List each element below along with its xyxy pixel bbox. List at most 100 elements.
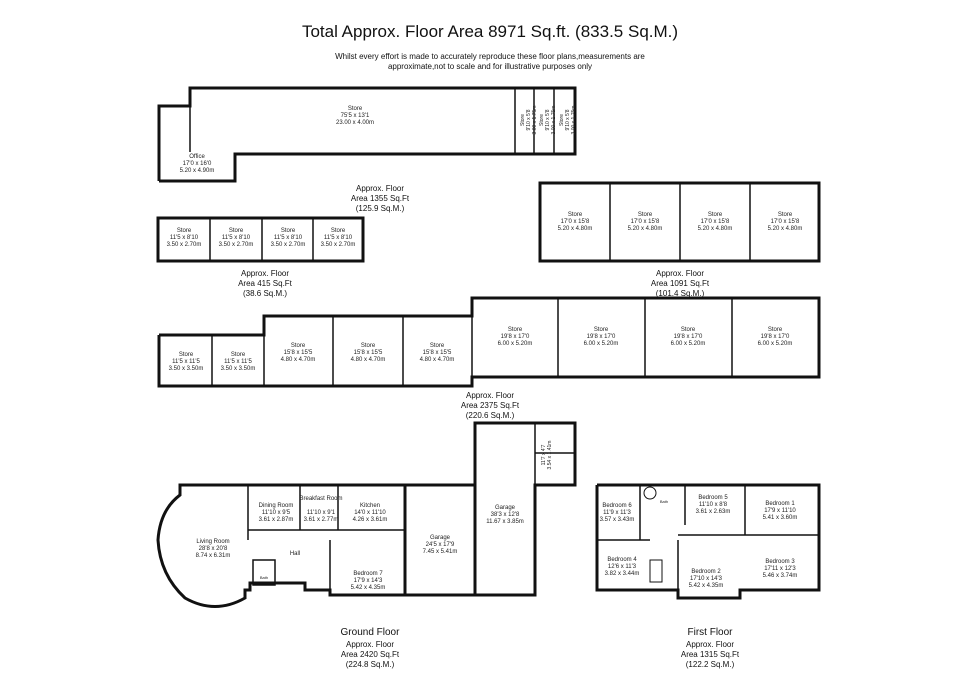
page-title: Total Approx. Floor Area 8971 Sq.ft. (83…: [301, 22, 679, 41]
room-s4c-name: Store: [291, 343, 306, 349]
room-s3b-d2: 5.20 x 4.80m: [628, 226, 663, 232]
room-bedroom7-d1: 17'9 x 14'3: [354, 578, 383, 584]
room-s4b-d2: 3.50 x 3.50m: [221, 366, 256, 372]
room-s4b-name: Store: [231, 352, 246, 358]
label-bath-ff: Bath: [660, 499, 668, 504]
room-bed1-d2: 5.41 x 3.60m: [763, 515, 798, 521]
room-s2a-d1: 11'5 x 8'10: [170, 235, 199, 241]
room-s4c-d2: 4.80 x 4.70m: [281, 357, 316, 363]
room-bedroom7-d2: 5.42 x 4.35m: [351, 585, 386, 591]
room-s4d-name: Store: [361, 343, 376, 349]
room-bed3-d1: 17'11 x 12'3: [764, 566, 796, 572]
area-3-line-3: (101.4 Sq.M.): [655, 289, 705, 298]
room-bed5-d1: 11'10 x 8'8: [699, 502, 728, 508]
first-floor-name: First Floor: [687, 627, 733, 638]
room-bed2-d1: 17'10 x 14'3: [690, 576, 723, 582]
building-4-outline: [157, 296, 821, 388]
area-2-line-1: Approx. Floor: [240, 269, 290, 278]
room-s4b-d1: 11'5 x 11'5: [224, 359, 252, 365]
room-bed6-d1: 11'9 x 11'3: [603, 510, 631, 516]
room-s3d-d1: 17'0 x 15'8: [771, 219, 800, 225]
room-s4h-d1: 19'8 x 17'0: [674, 334, 703, 340]
room-s2d-name: Store: [331, 228, 346, 234]
room-garage2-d2: 11.67 x 3.85m: [486, 519, 524, 525]
room-s3a-name: Store: [568, 212, 583, 218]
disclaimer-line-1: Whilst every effort is made to accuratel…: [335, 52, 645, 61]
room-s4f-d1: 19'8 x 17'0: [501, 334, 530, 340]
room-s4d-d1: 15'8 x 15'5: [354, 350, 383, 356]
room-s2d-d1: 11'5 x 8'10: [324, 235, 353, 241]
room-bed6-d2: 3.57 x 3.43m: [600, 517, 635, 523]
room-s3c-name: Store: [708, 212, 723, 218]
room-s3b-name: Store: [638, 212, 653, 218]
room-s2b-d1: 11'5 x 8'10: [222, 235, 251, 241]
room-living-name: Living Room: [196, 539, 229, 545]
svg-text:Store: Store: [539, 114, 545, 126]
room-s2a-name: Store: [177, 228, 192, 234]
room-bed2-name: Bedroom 2: [691, 569, 721, 575]
label-bath-gf: Bath: [260, 575, 268, 580]
room-s3a-d1: 17'0 x 15'8: [561, 219, 590, 225]
room-dining-name: Dining Room: [259, 503, 294, 509]
room-s2c-d2: 3.50 x 2.70m: [271, 242, 306, 248]
area-2-line-2: Area 415 Sq.Ft: [238, 279, 292, 288]
room-living-d1: 28'8 x 20'8: [199, 546, 228, 552]
svg-text:3.00 x 1.75m: 3.00 x 1.75m: [571, 106, 577, 135]
first-area-line-2: Area 1315 Sq.Ft: [680, 650, 740, 659]
area-3-line-2: Area 1091 Sq.Ft: [650, 279, 710, 288]
ff-stairs: [649, 559, 663, 583]
walls: [156, 86, 821, 608]
room-s4c-d1: 15'8 x 15'5: [284, 350, 313, 356]
svg-text:9'10 x 5'8: 9'10 x 5'8: [565, 109, 571, 130]
room-s4i-d1: 19'8 x 17'0: [761, 334, 790, 340]
svg-text:9'10 x 5'8: 9'10 x 5'8: [526, 109, 532, 130]
room-breakfast-d1: 11'10 x 9'1: [307, 510, 336, 516]
area-1-line-2: Area 1355 Sq.Ft: [350, 194, 410, 203]
room-kitchen-name: Kitchen: [360, 503, 380, 509]
room-bed1-d1: 17'9 x 11'10: [764, 508, 796, 514]
room-store-big-d2: 23.00 x 4.00m: [336, 120, 374, 126]
room-s4f-d2: 6.00 x 5.20m: [498, 341, 533, 347]
room-garage1-name: Garage: [430, 535, 451, 541]
room-s3c-d1: 17'0 x 15'8: [701, 219, 730, 225]
area-4-line-2: Area 2375 Sq.Ft: [460, 401, 520, 410]
room-s4i-d2: 6.00 x 5.20m: [758, 341, 793, 347]
room-bed5-d2: 3.61 x 2.63m: [696, 509, 731, 515]
disclaimer-line-2: approximate,not to scale and for illustr…: [387, 62, 593, 71]
room-store-v3: Store 9'10 x 5'8 3.00 x 1.75m: [559, 106, 577, 135]
ground-area-line-1: Approx. Floor: [345, 640, 395, 649]
room-s2b-name: Store: [229, 228, 244, 234]
room-s3d-d2: 5.20 x 4.80m: [768, 226, 803, 232]
room-breakfast-name: Breakfast Room: [299, 496, 342, 502]
svg-text:3.00 x 1.75m: 3.00 x 1.75m: [551, 106, 557, 135]
room-garage1-d2: 7.45 x 5.41m: [423, 549, 458, 555]
room-living-d2: 8.74 x 6.31m: [196, 553, 231, 559]
room-s4h-d2: 6.00 x 5.20m: [671, 341, 706, 347]
room-office-d2: 5.20 x 4.90m: [180, 168, 215, 174]
svg-text:3.00 x 1.75m: 3.00 x 1.75m: [532, 106, 538, 135]
room-store-v1: Store 9'10 x 5'8 3.00 x 1.75m: [520, 106, 538, 135]
first-area-line-3: (122.2 Sq.M.): [685, 660, 735, 669]
area-label-4: Approx. Floor Area 2375 Sq.Ft (220.6 Sq.…: [430, 391, 550, 421]
svg-text:Store: Store: [559, 114, 565, 126]
room-s4d-d2: 4.80 x 4.70m: [351, 357, 386, 363]
room-s2c-name: Store: [281, 228, 296, 234]
building-1-outline: [157, 86, 577, 183]
ground-area-line-3: (224.8 Sq.M.): [345, 660, 395, 669]
room-dining-d1: 11'10 x 9'5: [262, 510, 291, 516]
room-store-big-name: Store: [348, 106, 363, 112]
area-label-2: Approx. Floor Area 415 Sq.Ft (38.6 Sq.M.…: [205, 269, 325, 299]
room-s4e-d2: 4.80 x 4.70m: [420, 357, 455, 363]
room-s4h-name: Store: [681, 327, 696, 333]
room-s4e-name: Store: [430, 343, 445, 349]
room-s2c-d1: 11'5 x 8'10: [274, 235, 303, 241]
first-area-line-1: Approx. Floor: [685, 640, 735, 649]
svg-text:9'10 x 5'8: 9'10 x 5'8: [545, 109, 551, 130]
room-s3d-name: Store: [778, 212, 793, 218]
room-bed1-name: Bedroom 1: [765, 501, 795, 507]
room-labels: Office 17'0 x 16'0 5.20 x 4.90m Store 75…: [167, 106, 803, 591]
svg-text:3.54 x 1.41m: 3.54 x 1.41m: [547, 441, 553, 470]
area-label-1: Approx. Floor Area 1355 Sq.Ft (125.9 Sq.…: [320, 184, 440, 214]
room-bed3-name: Bedroom 3: [765, 559, 795, 565]
